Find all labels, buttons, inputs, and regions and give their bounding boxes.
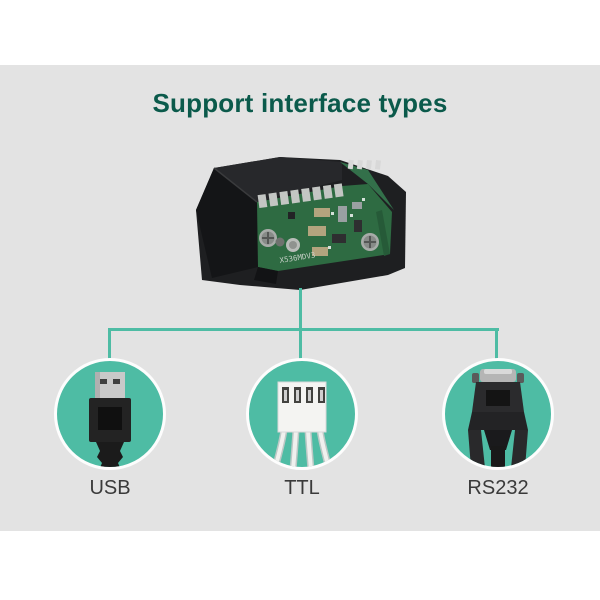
screw-right <box>361 233 379 251</box>
ttl-connector-icon <box>272 381 332 467</box>
connector-line-ttl <box>299 331 302 361</box>
usb-circle <box>54 358 166 470</box>
connector-line-horizontal <box>108 328 499 331</box>
interface-label-rs232: RS232 <box>467 477 529 499</box>
rs232-circle <box>442 358 554 470</box>
connector-line-stem <box>299 288 302 331</box>
page-title: Support interface types <box>152 88 448 118</box>
connector-line-rs232 <box>495 331 498 361</box>
solder-pads <box>257 183 344 209</box>
usb-plug-icon <box>89 372 131 467</box>
screw-left <box>259 229 277 247</box>
interface-label-usb: USB <box>89 477 131 499</box>
rs232-connector-icon <box>468 369 528 467</box>
scanner-module-image: X536MDV3 <box>196 157 406 290</box>
smd-components <box>288 198 365 256</box>
connector-line-usb <box>108 331 111 361</box>
ttl-circle <box>246 358 358 470</box>
interface-label-ttl: TTL <box>284 477 320 499</box>
connector-pins <box>347 159 381 170</box>
